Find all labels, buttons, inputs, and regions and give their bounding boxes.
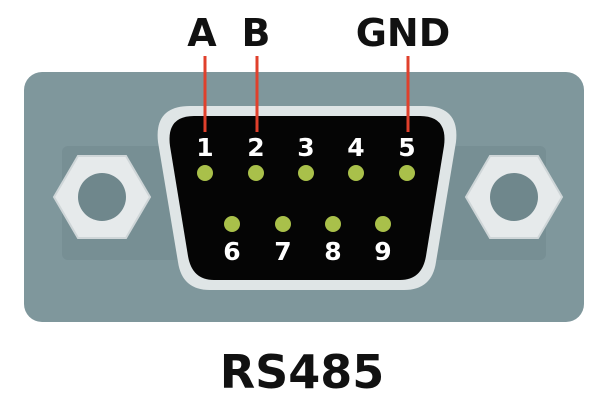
pin-number-9: 9	[374, 237, 391, 266]
signal-label-gnd: GND	[356, 11, 451, 55]
pin-8	[325, 216, 341, 232]
pin-number-5: 5	[398, 133, 415, 162]
pin-number-8: 8	[324, 237, 341, 266]
signal-label-b: B	[242, 11, 271, 55]
diagram-caption: RS485	[220, 345, 385, 399]
pin-4	[348, 165, 364, 181]
pin-2	[248, 165, 264, 181]
signal-label-a: A	[187, 11, 217, 55]
pin-3	[298, 165, 314, 181]
connector-face	[169, 116, 445, 280]
pin-9	[375, 216, 391, 232]
pin-number-4: 4	[347, 133, 364, 162]
pin-5	[399, 165, 415, 181]
pin-number-3: 3	[297, 133, 314, 162]
pin-number-6: 6	[223, 237, 240, 266]
pin-number-1: 1	[196, 133, 213, 162]
pin-number-7: 7	[274, 237, 291, 266]
left-hex-nut-icon	[52, 155, 152, 239]
pin-number-2: 2	[247, 133, 264, 162]
right-hex-nut-icon	[464, 155, 564, 239]
pin-1	[197, 165, 213, 181]
pin-6	[224, 216, 240, 232]
pin-7	[275, 216, 291, 232]
